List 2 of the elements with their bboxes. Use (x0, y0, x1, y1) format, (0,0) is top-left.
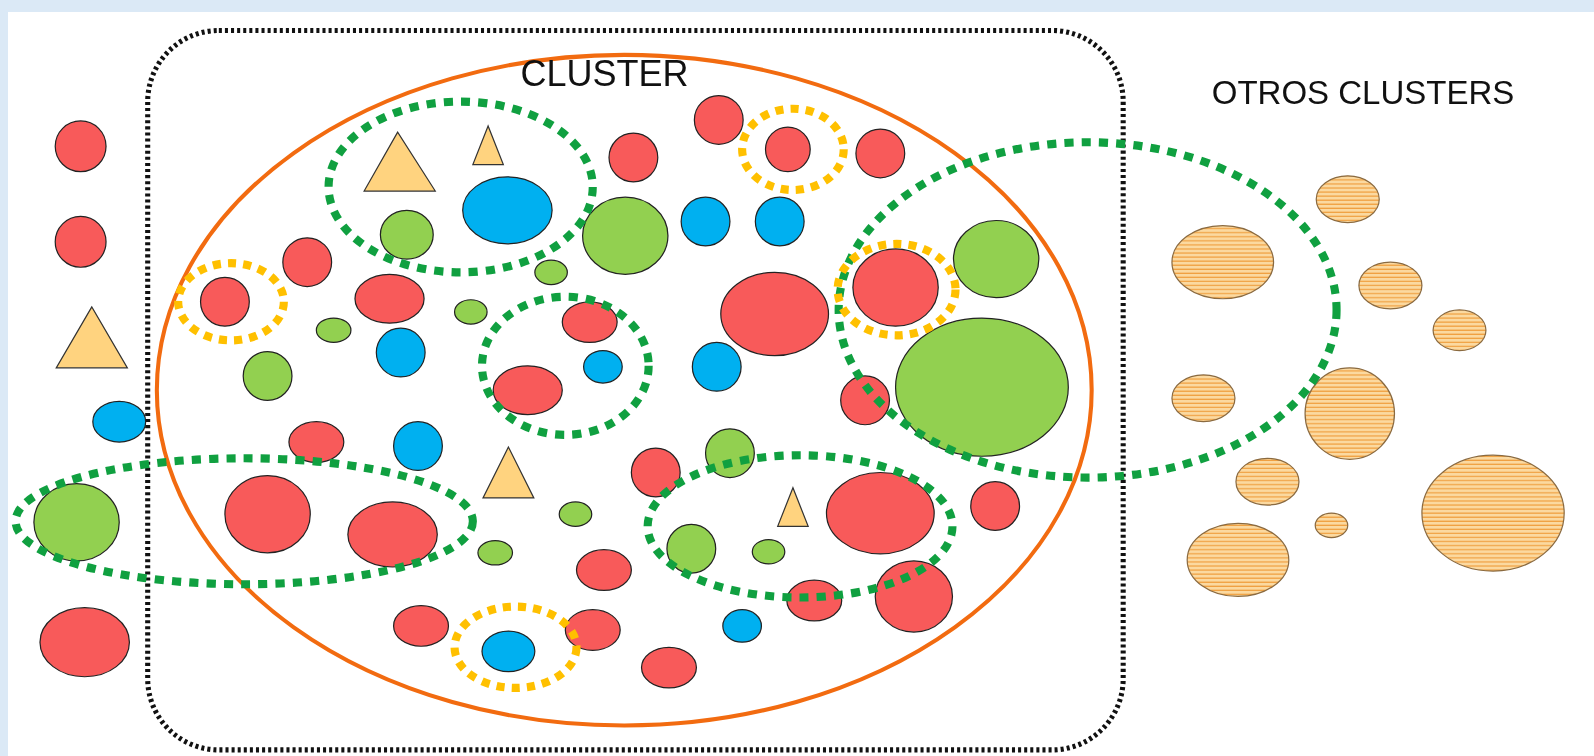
heading-label: OTROS CLUSTERS (1211, 74, 1515, 113)
heading-label: CLUSTER (520, 52, 689, 95)
